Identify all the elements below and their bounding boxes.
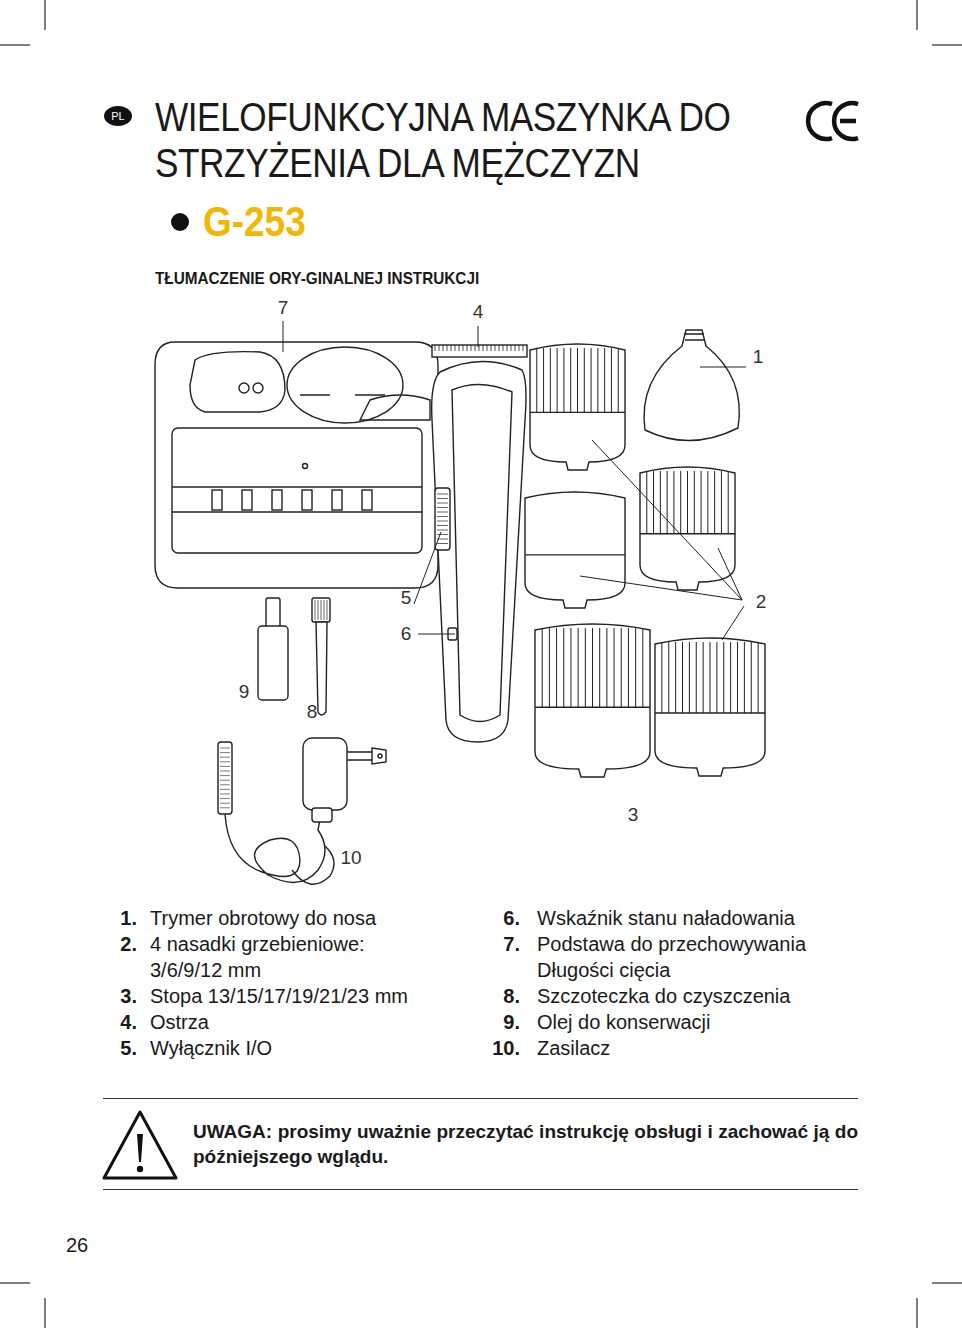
- callout-number: 5: [391, 586, 421, 610]
- callout-number: 7: [268, 296, 298, 320]
- callout-number: 2: [746, 590, 776, 614]
- storage-base: [155, 342, 438, 588]
- list-number: 4.: [95, 1009, 137, 1035]
- callout-number: 9: [229, 680, 259, 704]
- subtitle: TŁUMACZENIE ORY-GINALNEJ INSTRUKCJI: [155, 268, 623, 290]
- trimmer-handle: [432, 345, 527, 742]
- part-name: Olej do konserwacji: [537, 1009, 867, 1035]
- part-name: 4 nasadki grzebieniowe: 3/6/9/12 mm: [150, 931, 440, 983]
- part-name: Zasilacz: [537, 1035, 867, 1061]
- ce-mark: [808, 103, 858, 139]
- list-number: 6.: [478, 905, 520, 931]
- language-badge: [104, 106, 132, 126]
- page-number: 26: [66, 1233, 106, 1257]
- part-name: Wyłącznik I/O: [150, 1035, 450, 1061]
- list-number: 5.: [95, 1035, 137, 1061]
- list-number: 7.: [478, 931, 520, 957]
- callout-number: 6: [391, 622, 421, 646]
- part-name: Trymer obrotowy do nosa: [150, 905, 450, 931]
- list-number: 3.: [95, 983, 137, 1009]
- power-adapter: [218, 738, 386, 884]
- warning-band: UWAGA: prosimy uważnie przeczytać instru…: [103, 1098, 858, 1190]
- language-code: PL: [104, 109, 132, 123]
- list-number: 9.: [478, 1009, 520, 1035]
- list-number: 10.: [478, 1035, 520, 1061]
- part-name: Szczoteczka do czyszczenia: [537, 983, 867, 1009]
- part-name: Wskaźnik stanu naładowania: [537, 905, 867, 931]
- comb-attachments: [525, 344, 765, 777]
- model-number: G-253: [203, 198, 379, 246]
- list-number: 2.: [95, 931, 137, 957]
- part-name: Ostrza: [150, 1009, 450, 1035]
- nose-trimmer: [644, 330, 739, 441]
- leader-lines: [283, 321, 746, 640]
- list-number: 1.: [95, 905, 137, 931]
- blade: [432, 345, 527, 357]
- warning-text: UWAGA: prosimy uważnie przeczytać instru…: [193, 1119, 858, 1169]
- warning-symbol: [104, 1112, 176, 1178]
- oil-bottle: [258, 598, 288, 700]
- bullet: [171, 213, 189, 231]
- callout-number: 8: [297, 700, 327, 724]
- callout-number: 3: [618, 803, 648, 827]
- list-number: 8.: [478, 983, 520, 1009]
- callout-number: 10: [333, 846, 369, 870]
- part-name: Podstawa do przechowywania Długości cięc…: [537, 931, 857, 983]
- part-name: Stopa 13/15/17/19/21/23 mm: [150, 983, 460, 1009]
- callout-number: 4: [463, 300, 493, 324]
- cleaning-brush: [312, 598, 330, 715]
- page-title: WIELOFUNKCYJNA MASZYNKA DO STRZYŻENIA DL…: [155, 94, 789, 186]
- callout-number: 1: [743, 345, 773, 369]
